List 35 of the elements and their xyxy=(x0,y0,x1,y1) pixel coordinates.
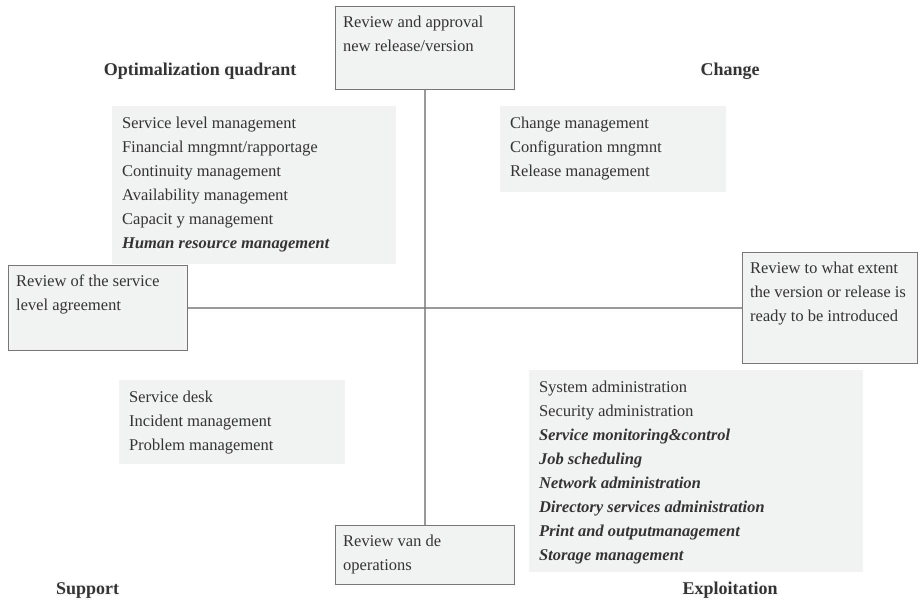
activity-item: Problem management xyxy=(129,434,274,456)
activity-item: Security administration xyxy=(539,400,694,422)
activity-item: Service monitoring&control xyxy=(539,424,732,446)
activity-item: Availability management xyxy=(122,184,290,206)
quadrant-heading: Exploitation xyxy=(682,578,778,598)
box-text: Review van de operations xyxy=(343,530,442,576)
quadrant-heading: Support xyxy=(56,578,120,598)
activity-item: Release management xyxy=(510,160,651,182)
box-text: Review of the service level agreement xyxy=(16,270,160,316)
activity-item: Storage management xyxy=(539,544,685,566)
quadrant-heading: Change xyxy=(700,59,760,79)
activity-item: Directory services administration xyxy=(539,496,766,518)
connector-line xyxy=(424,90,426,525)
activity-item: Incident management xyxy=(129,410,272,432)
activity-item: Configuration mngmnt xyxy=(510,136,663,158)
activity-item: Service level management xyxy=(122,112,298,134)
activity-item: Print and outputmanagement xyxy=(539,520,742,542)
activity-item: System administration xyxy=(539,376,688,398)
activity-item: Network administration xyxy=(539,472,702,494)
activity-item: Human resource management xyxy=(122,232,330,254)
activity-item: Job scheduling xyxy=(539,448,644,470)
activity-item: Change management xyxy=(510,112,650,134)
activity-panel xyxy=(112,106,396,264)
review-box xyxy=(335,525,515,585)
review-box xyxy=(335,6,515,90)
connector-line xyxy=(188,307,742,309)
box-text: Review to what extent the version or release is ready to be introduced xyxy=(750,257,907,327)
activity-item: Capacit y management xyxy=(122,208,274,230)
quadrant-heading: Optimalization quadrant xyxy=(104,59,296,79)
activity-item: Financial mngmnt/rapportage xyxy=(122,136,319,158)
review-box xyxy=(8,265,188,351)
activity-item: Service desk xyxy=(129,386,214,408)
activity-item: Continuity management xyxy=(122,160,282,182)
review-box xyxy=(742,252,918,364)
box-text: Review and approval new release/version xyxy=(343,11,484,57)
